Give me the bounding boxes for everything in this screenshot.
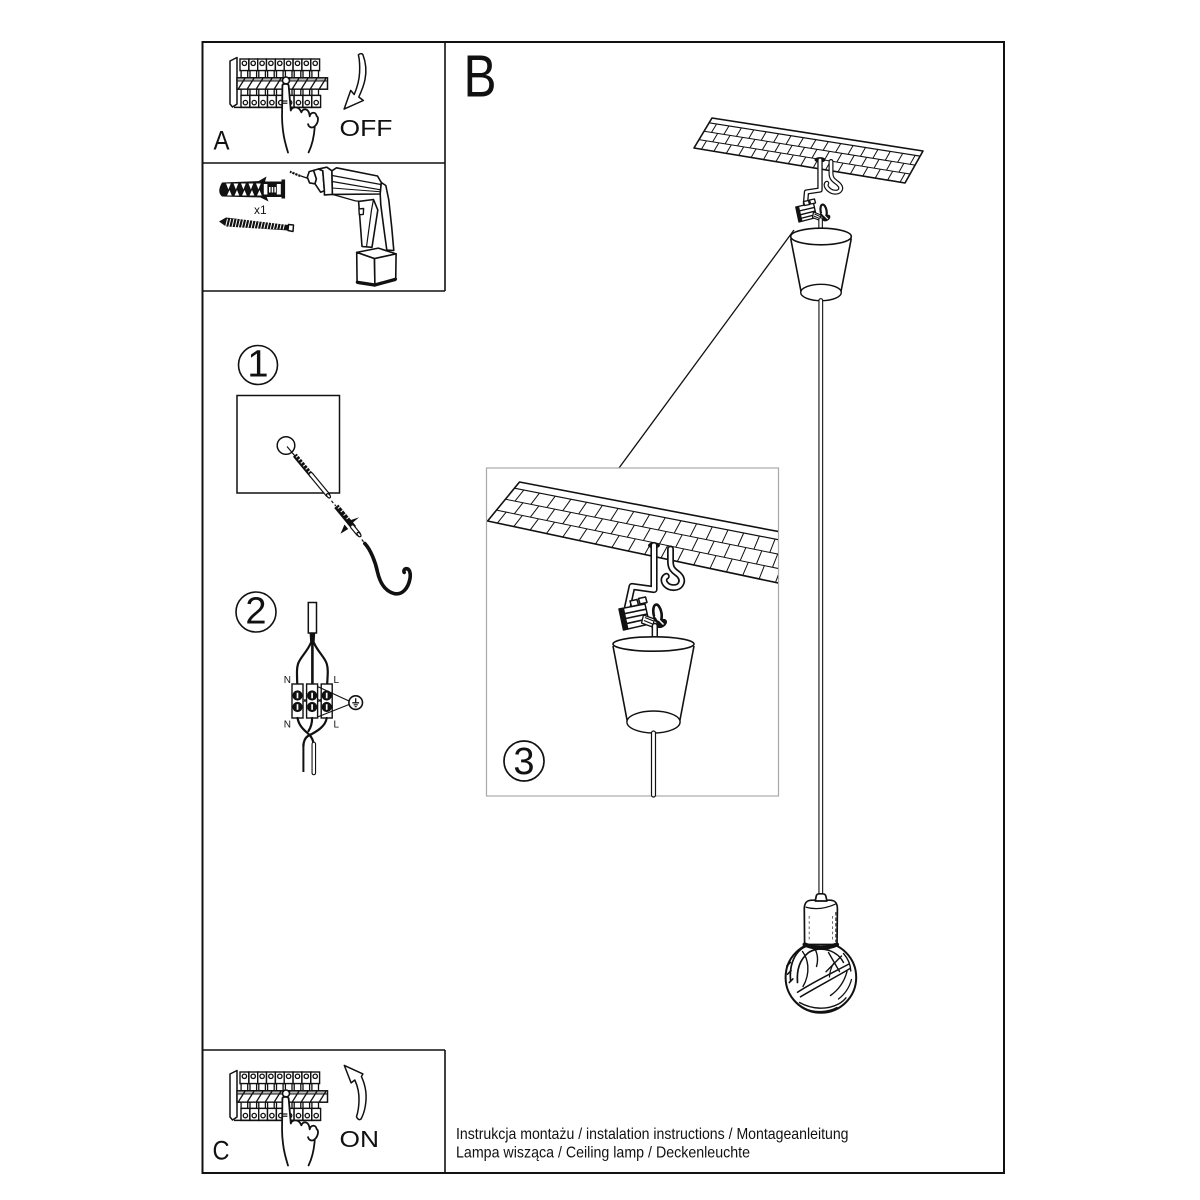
- svg-text:C: C: [213, 1136, 230, 1166]
- svg-text:N: N: [284, 675, 291, 686]
- svg-text:ON: ON: [340, 1126, 380, 1152]
- svg-text:N: N: [284, 720, 291, 731]
- svg-text:OFF: OFF: [340, 115, 393, 141]
- svg-text:L: L: [334, 720, 340, 731]
- svg-text:B: B: [464, 44, 497, 110]
- svg-text:Instrukcja montażu / instalati: Instrukcja montażu / instalation instruc…: [456, 1126, 849, 1143]
- svg-text:3: 3: [513, 741, 534, 783]
- svg-text:x1: x1: [254, 203, 267, 217]
- svg-text:2: 2: [245, 591, 266, 633]
- svg-text:1: 1: [247, 344, 268, 386]
- svg-text:L: L: [334, 675, 340, 686]
- svg-text:Lampa wisząca / Ceiling lamp: Lampa wisząca / Ceiling lamp / Deckenleu…: [456, 1145, 750, 1162]
- svg-text:A: A: [214, 126, 230, 156]
